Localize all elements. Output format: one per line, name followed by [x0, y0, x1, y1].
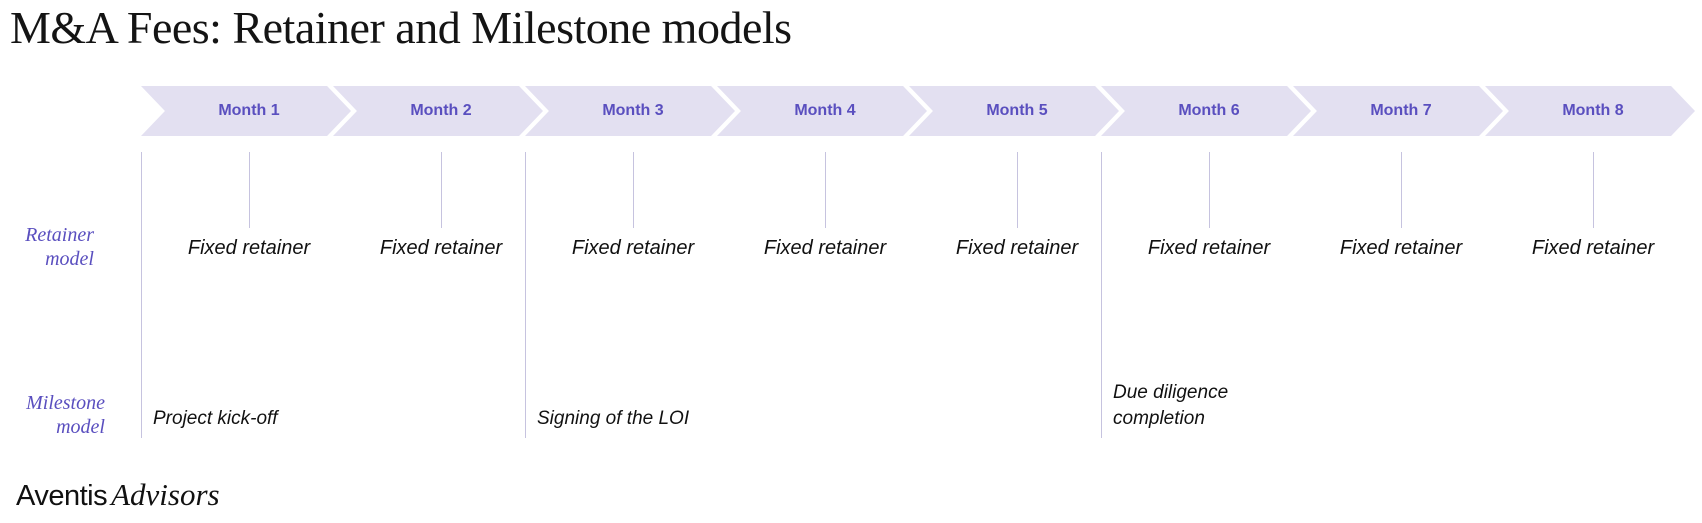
- month-tick-line: [1017, 152, 1018, 228]
- retainer-fee-label: Fixed retainer: [955, 237, 1079, 259]
- milestone-label: Signing of the LOI: [537, 380, 737, 432]
- milestone-label: Project kick-off: [153, 380, 353, 432]
- retainer-fee-label: Fixed retainer: [763, 237, 887, 259]
- month-chevron: [1101, 86, 1311, 136]
- month-tick-line: [441, 152, 442, 228]
- milestone-boundary-line: [525, 152, 526, 438]
- month-label: Month 6: [1178, 102, 1240, 119]
- month-chevron: [333, 86, 543, 136]
- retainer-fee-label: Fixed retainer: [1339, 237, 1463, 259]
- month-label: Month 2: [410, 102, 472, 119]
- retainer-fee-label: Fixed retainer: [187, 237, 311, 259]
- month-tick-line: [1209, 152, 1210, 228]
- milestone-label-text: Signing of the LOI: [537, 408, 690, 429]
- month-chevron: [525, 86, 735, 136]
- logo-text-advisors: Advisors: [111, 477, 220, 512]
- month-tick-line: [1593, 152, 1594, 228]
- month-tick-line: [633, 152, 634, 228]
- month-label: Month 1: [218, 102, 280, 119]
- month-label: Month 8: [1562, 102, 1624, 119]
- logo-text-aventis: Aventis: [16, 480, 108, 512]
- month-chevron: [909, 86, 1119, 136]
- retainer-fee-label: Fixed retainer: [571, 237, 695, 259]
- milestone-label-text: Project kick-off: [153, 408, 278, 429]
- month-tick-line: [825, 152, 826, 228]
- milestone-row-label: Milestone model: [26, 392, 105, 438]
- month-tick-line: [249, 152, 250, 228]
- month-label: Month 7: [1370, 102, 1432, 119]
- retainer-fee-label: Fixed retainer: [1147, 237, 1271, 259]
- milestone-boundary-line: [1101, 152, 1102, 438]
- milestone-boundary-line: [141, 152, 142, 438]
- month-label: Month 4: [794, 102, 856, 119]
- month-tick-line: [1401, 152, 1402, 228]
- month-label: Month 3: [602, 102, 664, 119]
- milestone-label-text: Due diligence completion: [1113, 382, 1229, 429]
- retainer-fee-label: Fixed retainer: [1531, 237, 1655, 259]
- page-title: M&A Fees: Retainer and Milestone models: [10, 2, 792, 53]
- retainer-row-label: Retainer model: [25, 224, 94, 270]
- retainer-fee-label: Fixed retainer: [379, 237, 503, 259]
- month-chevron: [717, 86, 927, 136]
- month-label: Month 5: [986, 102, 1048, 119]
- milestone-label: Due diligence completion: [1113, 380, 1253, 432]
- month-chevron: [141, 86, 351, 136]
- month-chevron: [1485, 86, 1695, 136]
- month-chevron: [1293, 86, 1503, 136]
